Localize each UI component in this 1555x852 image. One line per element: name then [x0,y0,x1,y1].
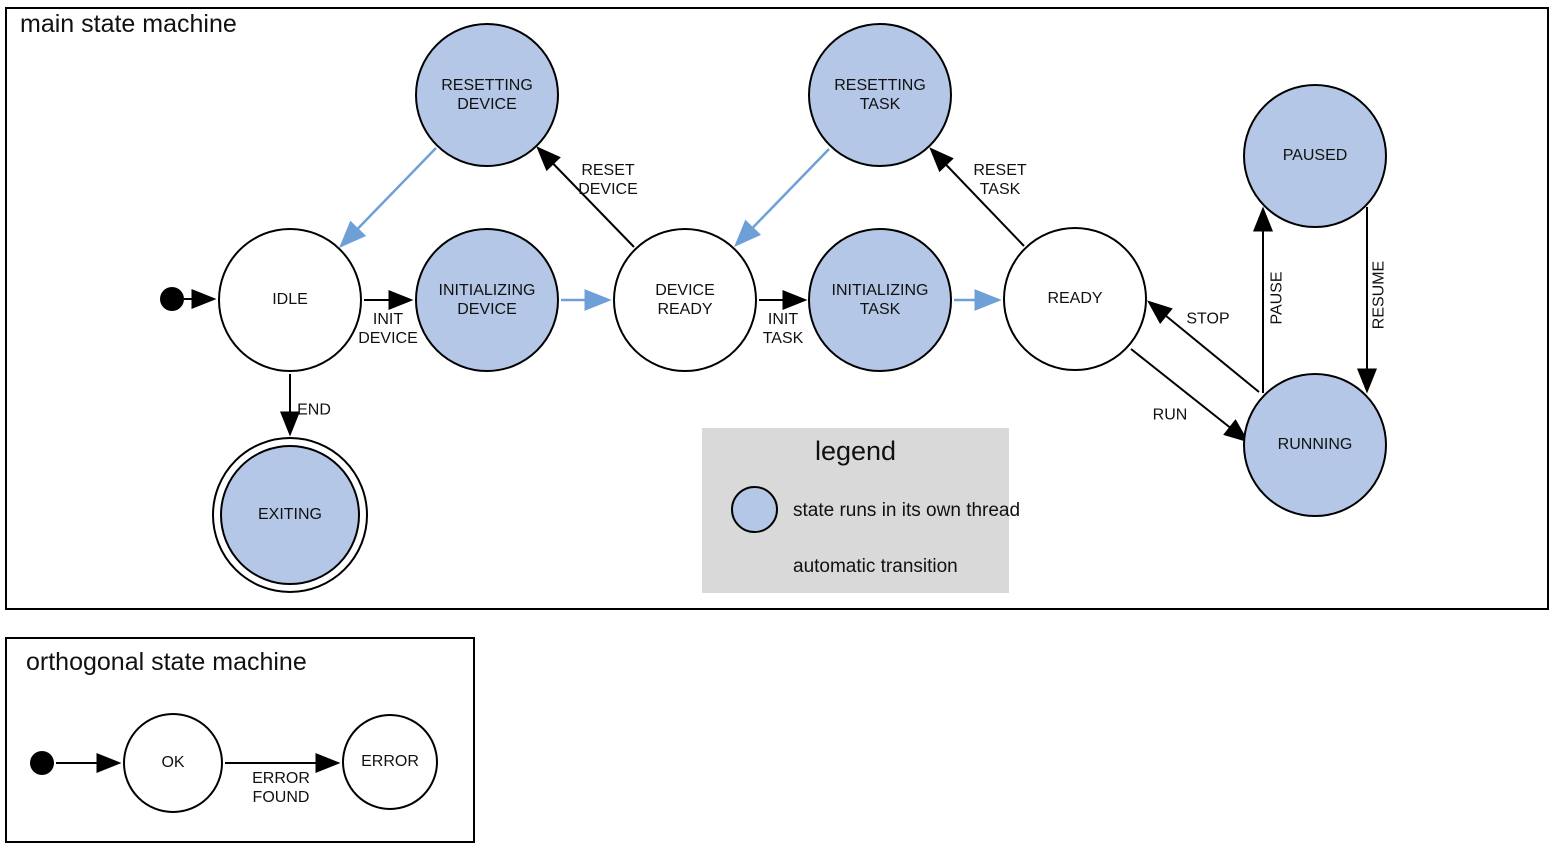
transition-label-init-task: INIT TASK [762,311,804,347]
initial-state-dot-orthogonal [30,751,54,775]
transition-label-error-found: ERROR FOUND [252,770,310,806]
state-running: RUNNING [1243,373,1387,517]
transition-label-reset-device: RESET DEVICE [578,162,638,198]
legend-threaded-state-label: state runs in its own thread [793,500,1021,521]
state-initializing-device: INITIALIZING DEVICE [415,228,559,372]
main-machine-title: main state machine [20,10,237,38]
transition-label-resume: RESUME [1370,260,1388,330]
state-resetting-device: RESETTING DEVICE [415,23,559,167]
legend-auto-transition-label: automatic transition [793,556,958,577]
orthogonal-machine-title: orthogonal state machine [26,648,307,676]
state-resetting-task: RESETTING TASK [808,23,952,167]
state-ok: OK [123,713,223,813]
state-device-ready: DEVICE READY [613,228,757,372]
initial-state-dot-main [160,287,184,311]
transition-label-run: RUN [1152,406,1188,424]
transition-label-pause: PAUSE [1268,271,1286,325]
state-paused: PAUSED [1243,84,1387,228]
transition-label-init-device: INIT DEVICE [358,311,418,347]
state-idle: IDLE [218,228,362,372]
state-exiting: EXITING [220,445,360,585]
state-ready: READY [1003,227,1147,371]
state-initializing-task: INITIALIZING TASK [808,228,952,372]
state-error: ERROR [342,714,438,810]
transition-label-end: END [297,401,331,419]
transition-label-stop: STOP [1186,310,1230,328]
legend-threaded-state-icon [731,486,778,533]
state-exiting-final: EXITING [212,437,368,593]
legend-title: legend [814,436,897,466]
transition-label-reset-task: RESET TASK [973,162,1027,198]
